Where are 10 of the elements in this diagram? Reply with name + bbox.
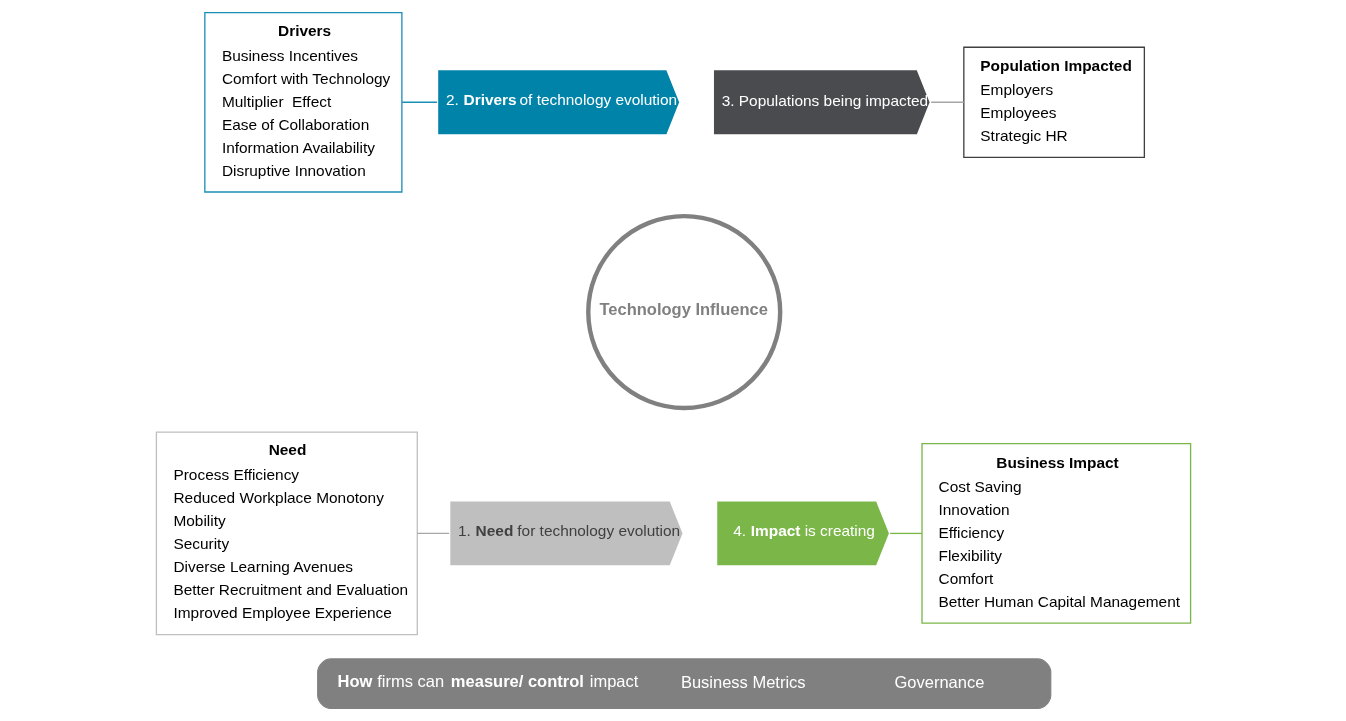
node-box: How firms can measure/ control impact Business Metrics Governance xyxy=(316,658,1051,709)
connector xyxy=(416,532,450,535)
connector xyxy=(400,101,438,103)
node-box: Population Impacted Employers Employees Strategic HR xyxy=(962,46,1145,158)
node-box: Business Impact Cost Saving Innovation Efficiency Flexibility Comfort Better Human Capital Management xyxy=(920,443,1191,624)
node-circle: Technology Influence xyxy=(585,213,782,411)
node-box: Need Process Efficiency Reduced Workplace Monotony Mobility Security Diverse Learning Avenues Better Recruitment and Evaluation Improved Employee Experience xyxy=(155,431,418,636)
connector xyxy=(889,532,923,535)
node-box: Drivers Business Incentives Comfort with Technology Multiplier Effect Ease of Collaboration Information Availability Disruptive Innovation xyxy=(203,11,403,193)
connector xyxy=(930,101,964,103)
